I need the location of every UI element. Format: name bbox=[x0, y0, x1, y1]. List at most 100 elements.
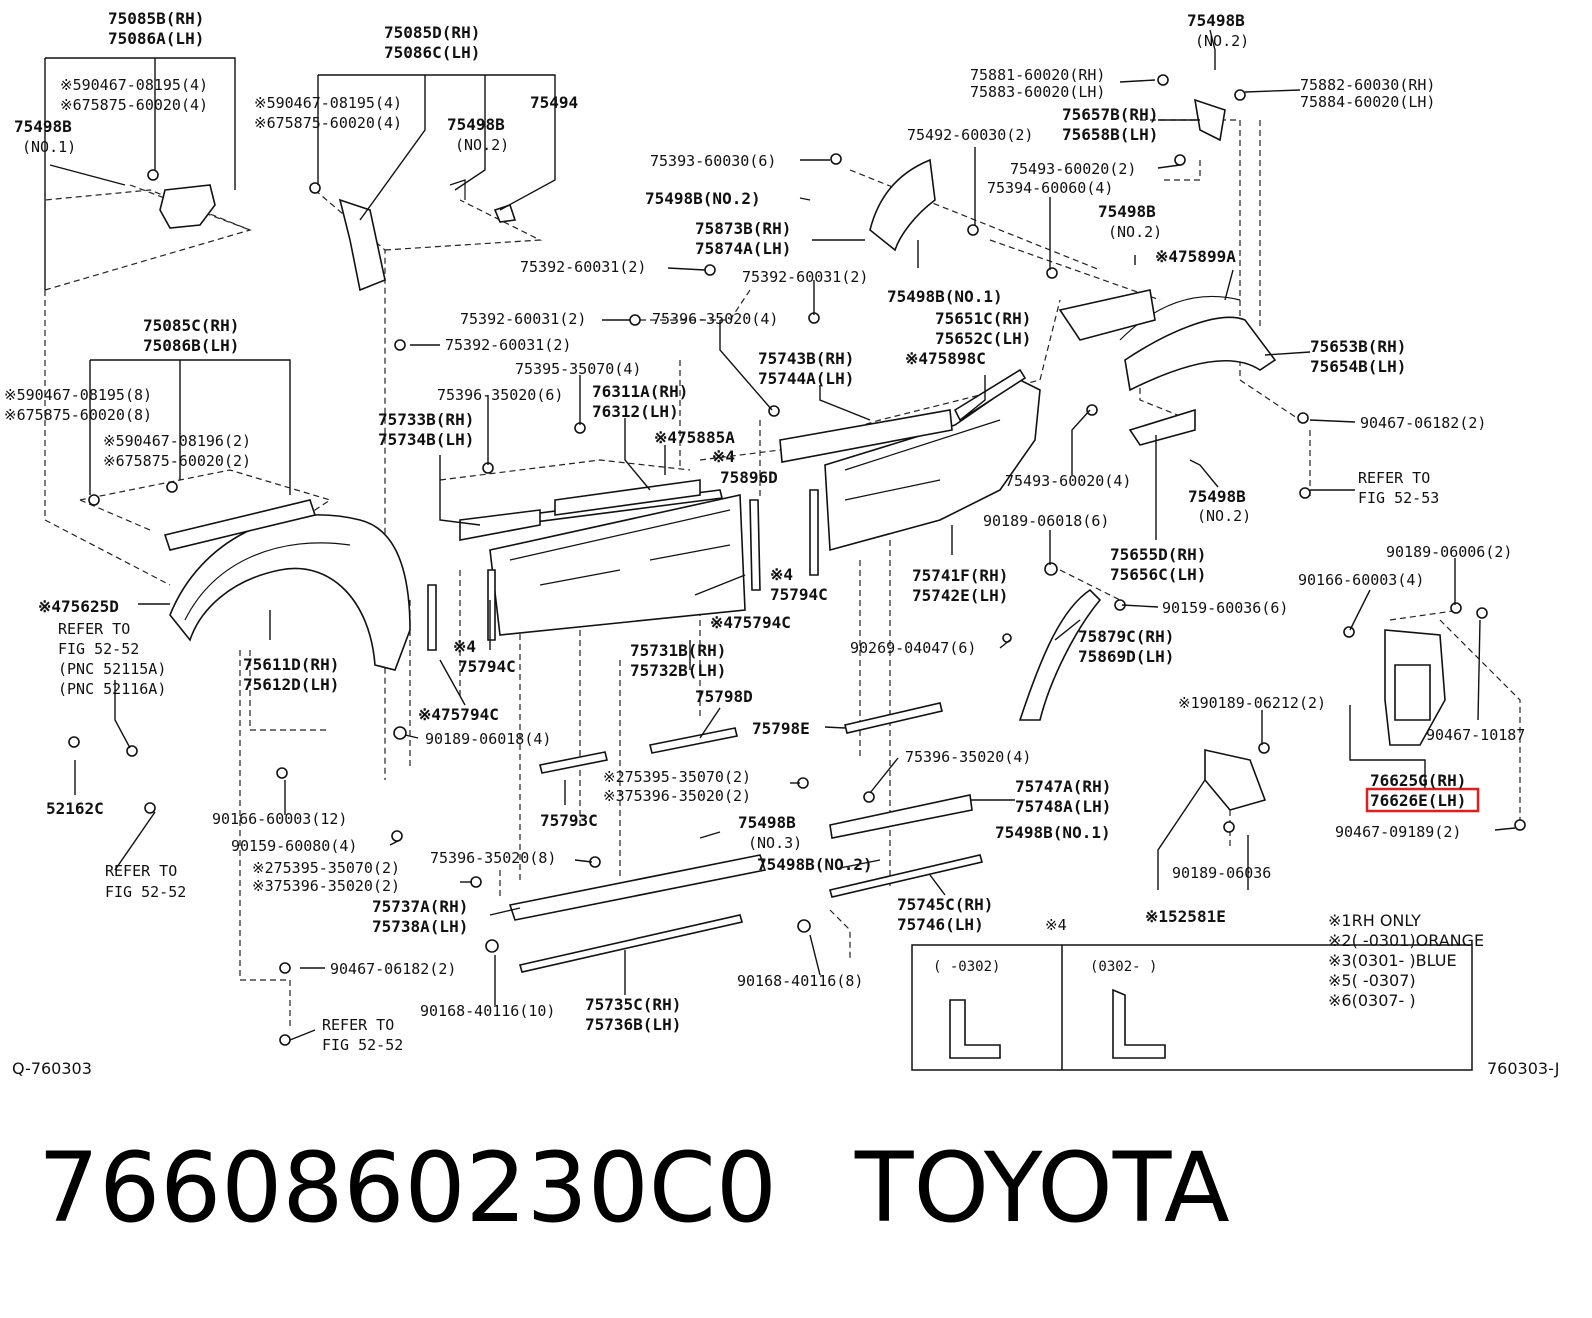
label: ※675875-60020(4) bbox=[60, 96, 208, 114]
label: 75396-35020(4) bbox=[652, 310, 778, 328]
label: ※4 bbox=[712, 447, 735, 466]
label: ※475794C bbox=[418, 705, 499, 724]
parts-diagram: 75085B(RH) 75086A(LH) ※590467-08195(4) ※… bbox=[4, 9, 1559, 1078]
label: 90189-06018(6) bbox=[983, 512, 1109, 530]
label: 75396-35020(4) bbox=[905, 748, 1031, 766]
inset-label: (0302- ) bbox=[1090, 959, 1157, 975]
label: 75085B(RH) bbox=[108, 9, 204, 28]
label: 90189-06006(2) bbox=[1386, 543, 1512, 561]
label: 75731B(RH) bbox=[630, 641, 726, 660]
label: 76312(LH) bbox=[592, 402, 679, 421]
label: 75392-60031(2) bbox=[460, 310, 586, 328]
label: ※190189-06212(2) bbox=[1178, 694, 1326, 712]
label: (NO.2) bbox=[1197, 507, 1251, 525]
label: 75741F(RH) bbox=[912, 566, 1008, 585]
label: 75498B(NO.1) bbox=[887, 287, 1003, 306]
label: 75734B(LH) bbox=[378, 430, 474, 449]
label: 75743B(RH) bbox=[758, 349, 854, 368]
label: 75793C bbox=[540, 811, 598, 830]
inset-variant-box bbox=[911, 944, 1473, 1071]
label: 75396-35020(6) bbox=[437, 386, 563, 404]
label: 75392-60031(2) bbox=[520, 258, 646, 276]
label: 75881-60020(RH) bbox=[970, 66, 1105, 84]
part-shapes bbox=[68, 74, 1526, 1046]
label: 75654B(LH) bbox=[1310, 357, 1406, 376]
label: 75086C(LH) bbox=[384, 43, 480, 62]
label: 90166-60003(12) bbox=[212, 810, 347, 828]
label: 75498B(NO.1) bbox=[995, 823, 1111, 842]
highlighted-part-label: 76626E(LH) bbox=[1370, 791, 1466, 810]
label: 75498B bbox=[1098, 202, 1156, 221]
label: 75652C(LH) bbox=[935, 329, 1031, 348]
part-labels: 75085B(RH) 75086A(LH) ※590467-08195(4) ※… bbox=[4, 9, 1559, 1078]
diagram-id-right: 760303-J bbox=[1487, 1059, 1559, 1078]
label: 75798D bbox=[695, 687, 753, 706]
label: 75494 bbox=[530, 93, 578, 112]
label: 75656C(LH) bbox=[1110, 565, 1206, 584]
label: 75742E(LH) bbox=[912, 586, 1008, 605]
footnotes: ※1RH ONLY ※2( -0301)ORANGE ※3(0301- )BLU… bbox=[1328, 911, 1484, 1010]
label: 75498B bbox=[1187, 11, 1245, 30]
label: 75747A(RH) bbox=[1015, 777, 1111, 796]
label: (NO.3) bbox=[748, 834, 802, 852]
label: ※475794C bbox=[710, 613, 791, 632]
label: REFER TO bbox=[105, 862, 177, 880]
label: ※675875-60020(2) bbox=[103, 452, 251, 470]
label: 75085D(RH) bbox=[384, 23, 480, 42]
inset-label: ( -0302) bbox=[933, 959, 1000, 975]
label: REFER TO bbox=[322, 1016, 394, 1034]
label: 75896D bbox=[720, 468, 778, 487]
dashed-assembly-lines bbox=[44, 119, 1521, 1030]
label: 75493-60020(4) bbox=[1005, 472, 1131, 490]
label: ※475899A bbox=[1155, 247, 1236, 266]
label: 75738A(LH) bbox=[372, 917, 468, 936]
label: (NO.2) bbox=[1108, 223, 1162, 241]
label: 75393-60030(6) bbox=[650, 152, 776, 170]
label: 75733B(RH) bbox=[378, 410, 474, 429]
label: 75879C(RH) bbox=[1078, 627, 1174, 646]
label: 75498B bbox=[447, 115, 505, 134]
label: 75874A(LH) bbox=[695, 239, 791, 258]
label: ※475898C bbox=[905, 349, 986, 368]
label: 90189-06036 bbox=[1172, 864, 1271, 882]
label: (PNC 52116A) bbox=[58, 680, 166, 698]
label: ※675875-60020(4) bbox=[254, 114, 402, 132]
label: 75498B bbox=[14, 117, 72, 136]
label: 90467-06182(2) bbox=[1360, 414, 1486, 432]
label: 90166-60003(4) bbox=[1298, 571, 1424, 589]
brand-name: TOYOTA bbox=[854, 1132, 1230, 1244]
footnote: ※6(0307- ) bbox=[1328, 991, 1416, 1010]
label: 75873B(RH) bbox=[695, 219, 791, 238]
label: 90269-04047(6) bbox=[850, 639, 976, 657]
label: ※4 bbox=[770, 565, 793, 584]
label: (NO.2) bbox=[1195, 32, 1249, 50]
label: ※152581E bbox=[1145, 907, 1226, 926]
label: 90467-06182(2) bbox=[330, 960, 456, 978]
label: 90159-60080(4) bbox=[231, 837, 357, 855]
label: ※475625D bbox=[38, 597, 119, 616]
label: ※590467-08195(8) bbox=[4, 386, 152, 404]
highlight-box bbox=[1365, 787, 1480, 813]
label: 75882-60030(RH) bbox=[1300, 76, 1435, 94]
label: 75658B(LH) bbox=[1062, 125, 1158, 144]
label: 75395-35070(4) bbox=[515, 360, 641, 378]
label: 75651C(RH) bbox=[935, 309, 1031, 328]
label: (PNC 52115A) bbox=[58, 660, 166, 678]
label: 75884-60020(LH) bbox=[1300, 93, 1435, 111]
label: 75498B(NO.2) bbox=[645, 189, 761, 208]
label: 75732B(LH) bbox=[630, 661, 726, 680]
label: REFER TO bbox=[58, 620, 130, 638]
footnote: ※5( -0307) bbox=[1328, 971, 1416, 990]
label: FIG 52-52 bbox=[105, 883, 186, 901]
label: FIG 52-52 bbox=[58, 640, 139, 658]
label: (NO.1) bbox=[22, 138, 76, 156]
label: 75744A(LH) bbox=[758, 369, 854, 388]
label: 75745C(RH) bbox=[897, 895, 993, 914]
label: 90189-06018(4) bbox=[425, 730, 551, 748]
label: 90168-40116(10) bbox=[420, 1002, 555, 1020]
label: 75737A(RH) bbox=[372, 897, 468, 916]
label: ※675875-60020(8) bbox=[4, 406, 152, 424]
label: 75492-60030(2) bbox=[907, 126, 1033, 144]
footnote: ※2( -0301)ORANGE bbox=[1328, 931, 1484, 950]
